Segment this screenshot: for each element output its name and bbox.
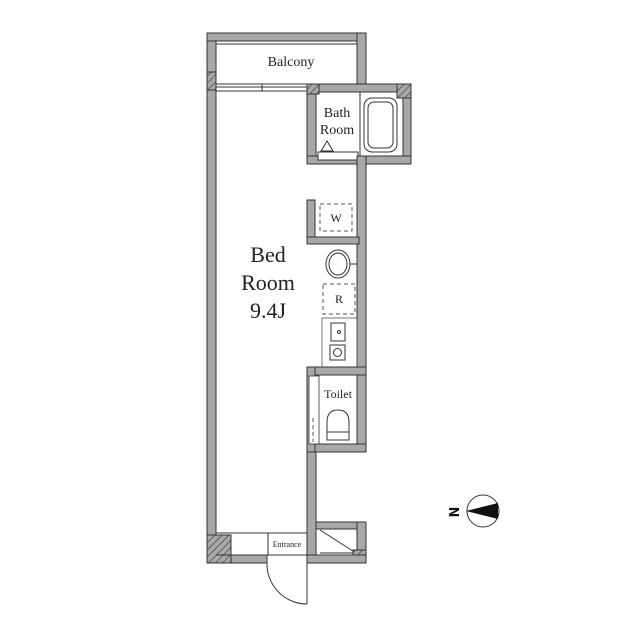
fridge-space [322,283,356,315]
hatched-column-left [206,71,217,91]
wall-bottom-right [306,554,367,564]
hatched-column-bath [396,83,412,99]
wall-bath-left [306,83,317,165]
hatched-column-bottom-left [206,534,232,564]
bath-room-label-1: Bath [324,106,350,121]
stove [329,344,346,361]
bathtub-inner [367,101,394,149]
compass: N [448,494,500,528]
stove-burner-icon [333,348,342,357]
fridge-label: R [335,292,343,306]
step-triangle-icon [320,140,334,152]
wall-toilet-bottom [314,443,367,453]
compass-north-label: N [448,507,463,518]
hatched-column-bath-left [306,83,320,95]
balcony-label: Balcony [268,55,315,70]
wall-bath-top [306,83,412,93]
bed-room-label-2: Room [241,270,295,295]
toilet-label: Toilet [324,387,352,401]
bath-door[interactable] [317,151,359,161]
toilet-door[interactable] [308,375,320,445]
washer-label: W [330,211,342,225]
wall-corridor-lower-left [306,451,317,563]
toilet [326,409,350,441]
closet-diagonal [319,529,357,554]
sink-basin [328,252,348,276]
bed-room-label-1: Bed [250,242,285,267]
compass-arrow-icon [466,503,498,519]
wall-left [206,32,217,564]
bath-room-label-2: Room [320,123,354,138]
washer-space [319,203,353,232]
bed-room-area: 9.4J [250,298,287,323]
wall-corridor-right [356,155,367,453]
wall-balcony-top [206,32,365,42]
entrance-label: Entrance [273,540,302,549]
wall-toilet-top [306,366,367,376]
door-swing-arc [266,562,308,605]
wall-balcony-right [356,32,367,86]
wall-washer-bottom [306,236,360,245]
kitchen-sink-drain [337,330,341,334]
